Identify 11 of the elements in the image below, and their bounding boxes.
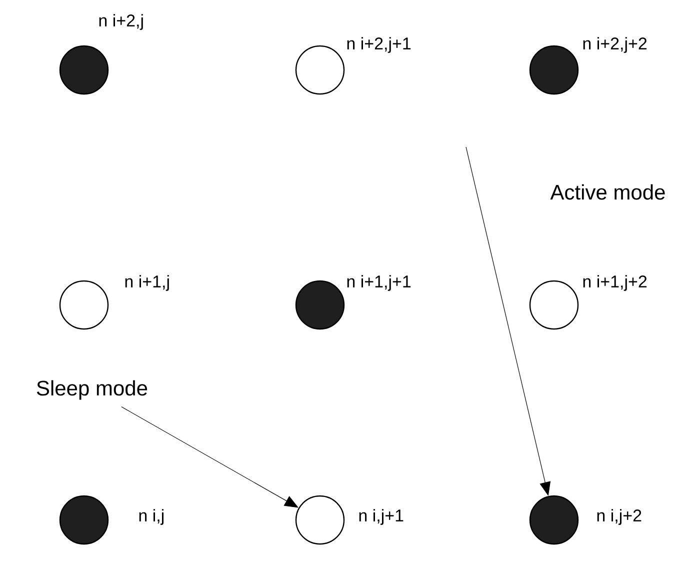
node-label: n i+2,j [99,14,143,30]
node-label: n i+1,j+1 [347,275,411,291]
node-label: n i+2,j+2 [583,37,647,53]
node-label: n i,j+1 [359,509,404,525]
edge-label: Active mode [549,183,667,201]
node-label: n i,j [139,509,164,525]
node-label: n i+1,j [125,275,169,291]
node-label: n i,j+2 [597,509,642,525]
text-label: Sleep mode [36,380,148,400]
node-label: n i+1,j+2 [583,275,647,291]
node-label: n i+2,j+1 [347,37,411,53]
